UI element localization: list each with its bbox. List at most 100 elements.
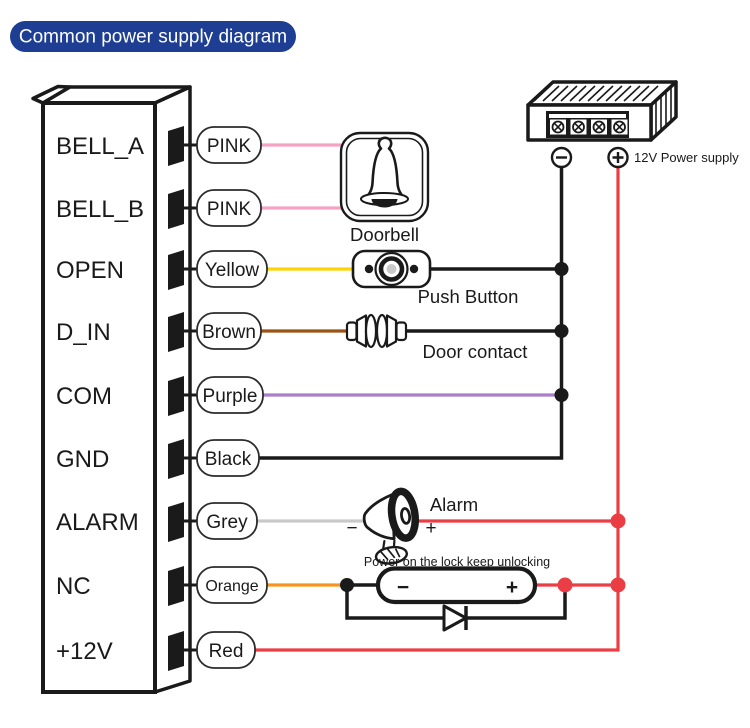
terminal-label: NC xyxy=(56,573,91,600)
terminal-row-alarm: ALARM Grey xyxy=(56,502,258,542)
horn-center xyxy=(400,507,412,525)
junction-dot-red xyxy=(610,577,626,593)
screw-cross xyxy=(553,122,624,132)
door-contact-label: Door contact xyxy=(423,341,528,362)
wire-color-label: Yellow xyxy=(205,260,260,281)
alarm-plus-sign: + xyxy=(425,518,436,539)
terminal-row-bell-b: BELL_B PINK xyxy=(56,189,262,229)
wire-color-pill xyxy=(196,566,268,604)
bell-body xyxy=(361,136,409,200)
wire-color-label: Grey xyxy=(206,512,248,533)
lock-icon: − + xyxy=(375,566,538,605)
psu-plus-terminal xyxy=(607,146,629,169)
junction-dot-red xyxy=(557,577,573,593)
push-button-screw xyxy=(409,264,419,274)
wire-color-pill xyxy=(196,439,260,477)
bell-clapper xyxy=(371,199,398,208)
wire-color-label: Red xyxy=(209,641,244,662)
terminal-row-12v: +12V Red xyxy=(56,631,256,671)
terminal-pin-icon xyxy=(168,439,184,479)
wire-color-pill xyxy=(196,376,264,414)
psu-side-hatch xyxy=(655,86,672,136)
terminal-label: OPEN xyxy=(56,257,124,284)
horn-base-detail xyxy=(380,548,401,561)
diode-icon xyxy=(442,604,468,632)
wire-red-plus-to-12v xyxy=(255,167,620,652)
terminal-label: D_IN xyxy=(56,319,111,346)
alarm-horn-icon xyxy=(362,487,419,565)
power-supply-label: 12V Power supply xyxy=(634,150,739,165)
door-contact-icon xyxy=(345,313,408,349)
page-title: Common power supply diagram xyxy=(19,27,287,48)
junction-dot-black xyxy=(340,578,354,592)
wire-color-label: PINK xyxy=(207,199,252,220)
junction-dot-black xyxy=(554,262,569,276)
door-contact-lens xyxy=(364,313,378,349)
horn-base xyxy=(374,545,408,565)
alarm-minus-sign: − xyxy=(346,518,357,539)
doorbell-label: Doorbell xyxy=(350,224,419,245)
lock-plus-sign: + xyxy=(506,576,518,599)
lock-body xyxy=(375,566,538,605)
title-banner-bg xyxy=(10,21,296,52)
psu-screw-terminals xyxy=(550,119,628,135)
wire-color-label: Black xyxy=(205,449,252,470)
wire-color-label: PINK xyxy=(207,136,252,157)
door-contact-lens xyxy=(375,313,389,349)
door-contact-nub xyxy=(395,321,408,342)
terminal-label: +12V xyxy=(56,638,113,665)
terminal-label: ALARM xyxy=(56,509,139,536)
wire-color-pill xyxy=(196,312,262,350)
wire-color-pill xyxy=(196,126,262,164)
terminal-label: BELL_A xyxy=(56,133,144,160)
push-button-label: Push Button xyxy=(418,286,519,307)
title-banner: Common power supply diagram xyxy=(10,21,296,52)
plus-icon xyxy=(612,152,624,163)
psu-strip-band xyxy=(549,114,626,118)
door-contact-cone xyxy=(385,314,398,348)
terminal-row-nc: NC Orange xyxy=(56,566,268,606)
psu-minus-terminal xyxy=(550,146,573,169)
lock-note: Power on the lock keep unlocking xyxy=(364,555,550,569)
alarm-label: Alarm xyxy=(430,494,478,515)
wire-color-label: Brown xyxy=(202,322,256,343)
push-button-icon xyxy=(351,249,432,289)
wire-color-pill xyxy=(196,631,256,669)
terminal-row-open: OPEN Yellow xyxy=(56,250,268,290)
push-button-center xyxy=(386,264,397,274)
terminal-row-gnd: GND Black xyxy=(56,439,260,479)
terminal-row-com: COM Purple xyxy=(56,376,264,416)
terminal-pin-icon xyxy=(168,189,184,229)
psu-top-hatch xyxy=(533,85,659,102)
push-button-screw xyxy=(364,264,374,274)
horn-body xyxy=(362,493,396,541)
wire-color-label: Purple xyxy=(203,386,258,407)
terminal-pin-icon xyxy=(168,376,184,416)
junction-dot-red xyxy=(610,513,626,529)
terminal-label: COM xyxy=(56,383,112,410)
terminal-block-front-face xyxy=(41,101,157,694)
lock-minus-sign: − xyxy=(397,576,409,599)
wire-color-pill xyxy=(196,502,258,540)
terminal-pin-icon xyxy=(168,631,184,671)
wire-color-pill xyxy=(196,250,268,288)
terminal-pin-icon xyxy=(168,502,184,542)
terminal-row-d-in: D_IN Brown xyxy=(56,312,262,352)
doorbell-icon xyxy=(339,131,430,223)
terminal-pin-icon xyxy=(168,250,184,290)
terminal-label: BELL_B xyxy=(56,196,144,223)
junction-dot-black xyxy=(554,388,569,402)
power-supply-icon: 12V Power supply xyxy=(526,80,739,169)
door-contact-cone xyxy=(355,314,368,348)
terminal-pin-icon xyxy=(168,126,184,166)
terminal-pin-icon xyxy=(168,566,184,606)
terminal-pin-icon xyxy=(168,312,184,352)
diode-triangle xyxy=(442,604,468,632)
wire-color-label: Orange xyxy=(205,578,258,595)
wire-color-pill xyxy=(196,189,262,227)
junction-dot-black xyxy=(554,324,569,338)
terminal-label: GND xyxy=(56,446,109,473)
door-contact-nub xyxy=(345,321,358,342)
